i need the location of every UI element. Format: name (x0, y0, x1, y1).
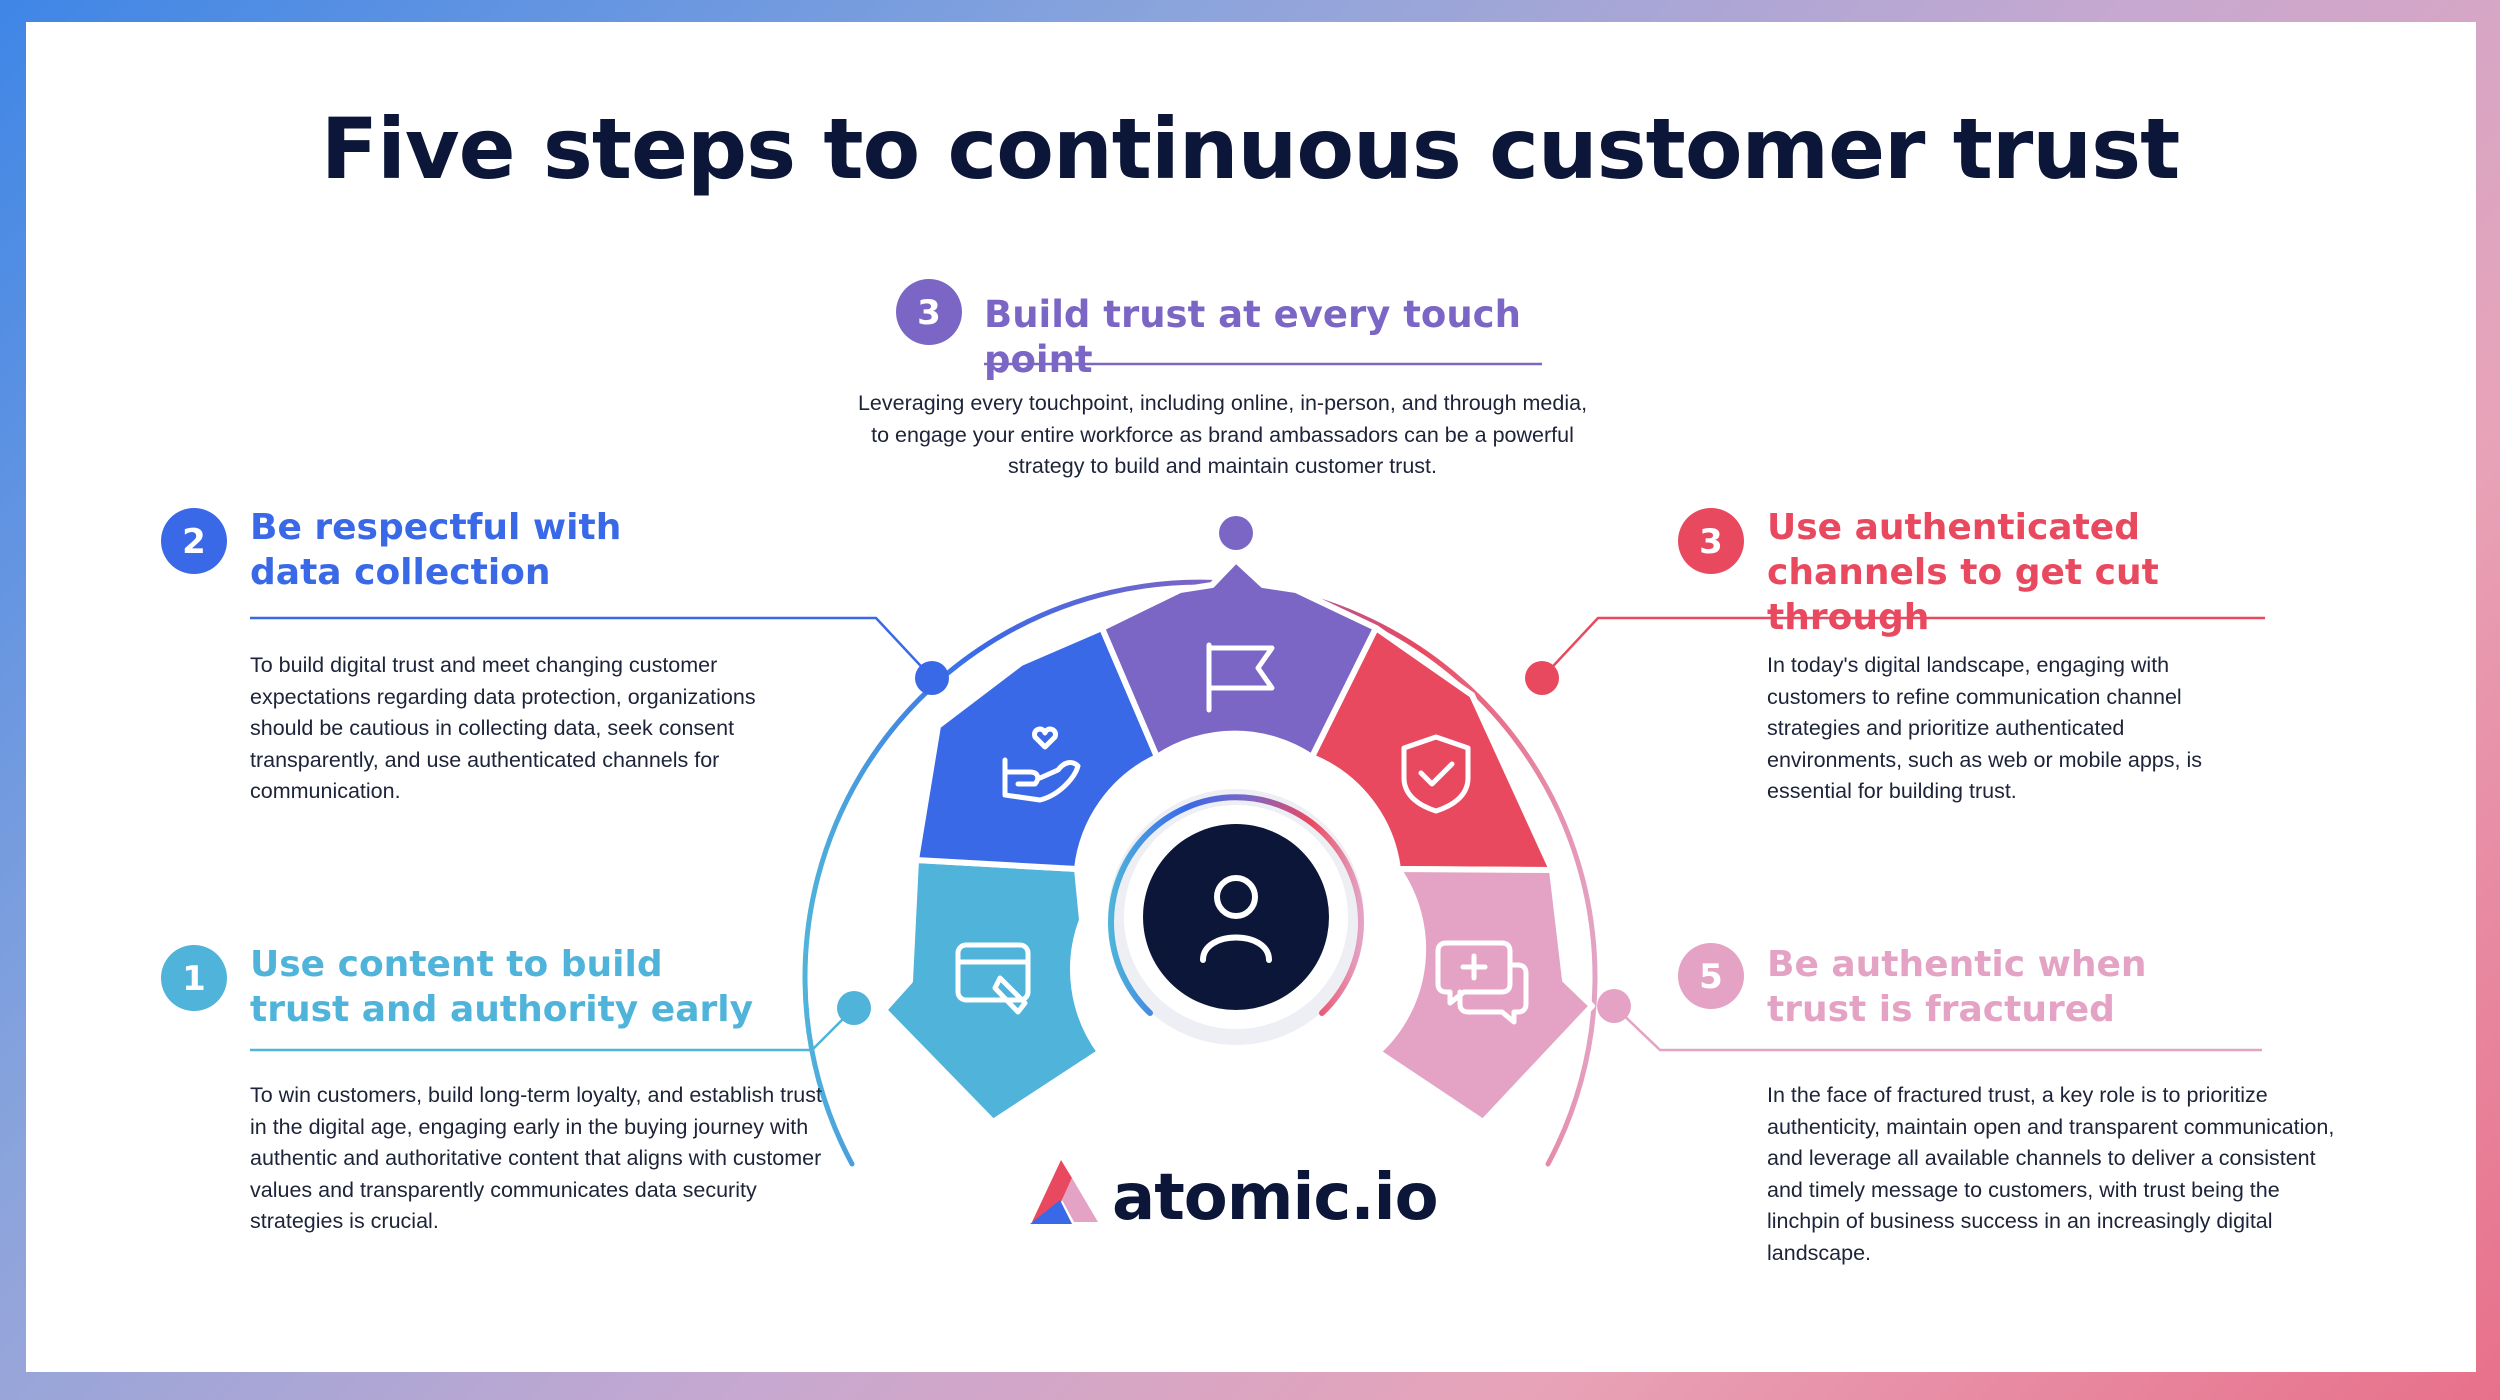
step-3-title: Build trust at every touch point (984, 293, 1521, 381)
hub-arc (1108, 794, 1364, 1016)
atomic-logo-icon (1030, 1160, 1098, 1224)
step-4-description: In today's digital landscape, engaging w… (1767, 653, 2202, 803)
badge-step-4: 3 (1678, 508, 1744, 574)
badge-number: 3 (917, 293, 941, 333)
connector-step-4 (1541, 616, 2265, 679)
segment-step-2 (913, 625, 1160, 872)
step-3-description: Leveraging every touchpoint, including o… (857, 391, 1588, 478)
arc-dot-step-4 (1525, 661, 1559, 695)
step-1-title: Use content to build trust and authority… (250, 944, 754, 1030)
step-1-description: To win customers, build long-term loyalt… (250, 1083, 822, 1233)
connector-step-5 (1613, 1005, 2262, 1052)
badge-number: 1 (182, 959, 206, 999)
connector-step-2 (250, 616, 933, 679)
arc-dot-step-3 (1219, 516, 1253, 550)
segment-step-1 (881, 857, 1103, 1125)
page-title: Five steps to continuous customer trust (320, 100, 2181, 198)
step-4-title: Use authenticated channels to get cut th… (1767, 507, 2159, 638)
arc-dot-step-1 (837, 991, 871, 1025)
badge-number: 5 (1699, 957, 1723, 997)
badge-step-3: 3 (896, 279, 962, 345)
hand-heart-icon (1002, 726, 1081, 803)
badge-step-2: 2 (161, 508, 227, 574)
step-5-description: In the face of fractured trust, a key ro… (1767, 1083, 2335, 1265)
step-2-description: To build digital trust and meet changing… (250, 653, 756, 803)
badge-step-1: 1 (161, 945, 227, 1011)
brand-name: atomic.io (1112, 1161, 1438, 1235)
badge-step-5: 5 (1678, 943, 1744, 1009)
badge-number: 3 (1699, 522, 1723, 562)
browser-edit-icon (955, 942, 1031, 1015)
step-5-title: Be authentic when trust is fractured (1767, 944, 2147, 1030)
segment-step-5 (1375, 866, 1595, 1125)
arc-dot-step-2 (915, 661, 949, 695)
outer-arc (802, 579, 1598, 1167)
flag-icon (1206, 642, 1275, 713)
segment-step-3 (1099, 557, 1379, 760)
user-icon (1200, 875, 1272, 963)
arc-dot-step-5 (1597, 989, 1631, 1023)
badge-number: 2 (182, 522, 206, 562)
connector-step-1 (250, 1007, 855, 1052)
step-2-title: Be respectful with data collection (250, 507, 622, 593)
shield-check-icon (1401, 734, 1471, 814)
chat-plus-icon (1435, 940, 1529, 1025)
